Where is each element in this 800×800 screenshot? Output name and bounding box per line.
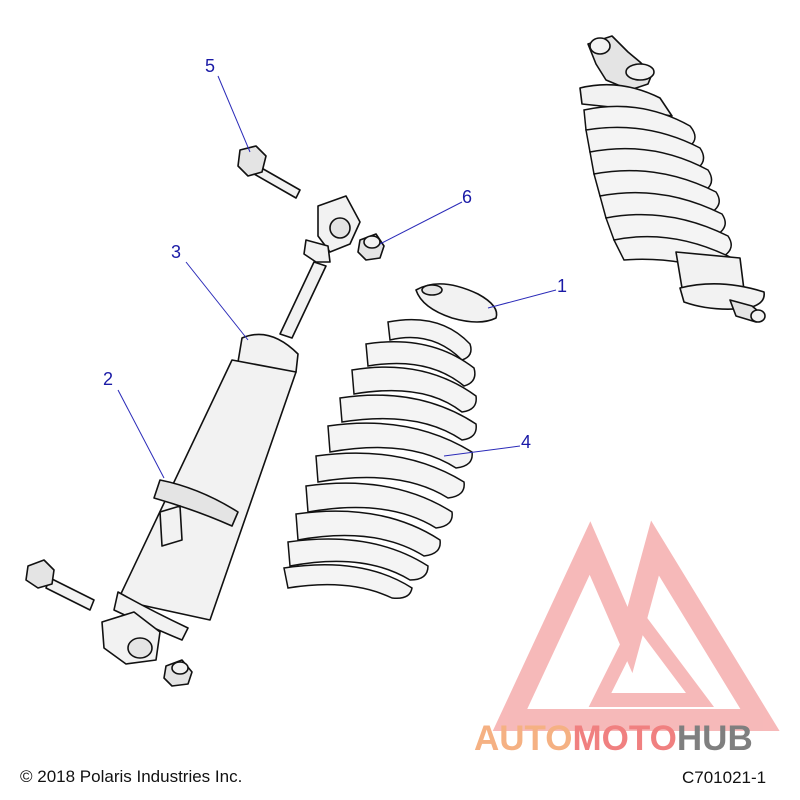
assembled-spring-coils — [583, 105, 735, 275]
callout-4: 4 — [521, 432, 531, 452]
callout-2: 2 — [103, 369, 113, 389]
lower-bushing-hardware — [163, 659, 193, 687]
lower-bolt-hardware — [25, 559, 95, 611]
leader-line-2 — [117, 389, 165, 479]
copyright-notice: © 2018 Polaris Industries Inc. — [20, 767, 242, 786]
watermark-text: AUTOMOTOHUB — [474, 719, 753, 758]
leader-line-3 — [185, 261, 249, 341]
part-4-coil-spring — [283, 318, 477, 600]
leader-line-6 — [379, 201, 463, 245]
part-1-spring-seat — [415, 283, 498, 323]
watermark-auto: AUTO — [474, 719, 573, 758]
callout-1: 1 — [557, 276, 567, 296]
leader-line-4 — [443, 445, 521, 457]
part-3-shock-absorber — [101, 195, 361, 665]
assembled-shock-illustration — [579, 35, 766, 323]
leader-line-5 — [217, 75, 251, 153]
leader-lines — [117, 75, 557, 479]
part-5-upper-bolt — [237, 145, 301, 199]
drawing-id: C701021-1 — [682, 768, 766, 787]
part-6-upper-bushing — [357, 233, 385, 261]
callout-5: 5 — [205, 56, 215, 76]
watermark-logo-icon — [492, 520, 780, 731]
callout-3: 3 — [171, 242, 181, 262]
leader-line-1 — [487, 289, 557, 309]
watermark-moto: MOTO — [573, 719, 677, 758]
callout-6: 6 — [462, 187, 472, 207]
watermark-hub: HUB — [677, 719, 753, 758]
